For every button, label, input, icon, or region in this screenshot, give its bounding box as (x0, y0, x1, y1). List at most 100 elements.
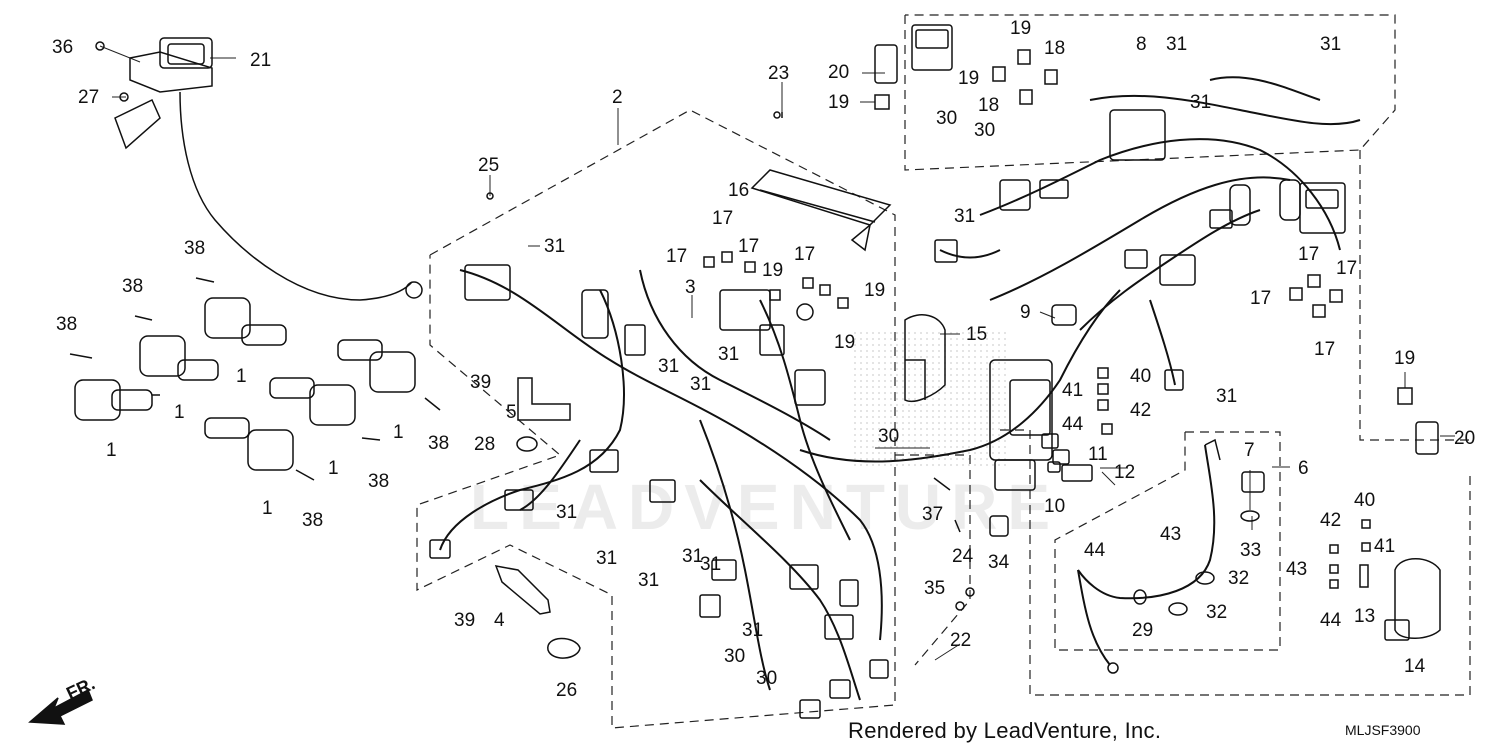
group-outlines (416, 14, 1471, 729)
callout-31i: 31 (1216, 386, 1237, 407)
sub-harness-right-outline (1359, 150, 1470, 441)
sub-harness-outline (904, 14, 1396, 171)
callout-1f: 1 (262, 498, 273, 519)
callout-34: 34 (988, 552, 1010, 573)
callout-31k: 31 (596, 548, 617, 569)
callout-37: 37 (922, 504, 943, 525)
callout-31j: 31 (556, 502, 577, 523)
callout-20a: 20 (828, 62, 849, 83)
callout-labels: 36 21 27 2 23 20 19 19 18 19 18 8 31 31 … (52, 18, 1475, 704)
footer-credit: Rendered by LeadVenture, Inc. (848, 718, 1162, 743)
callout-42a: 42 (1130, 400, 1151, 421)
callout-19a: 19 (828, 92, 849, 113)
shaded-area (850, 330, 1010, 470)
callout-42b: 42 (1320, 510, 1341, 531)
callout-30c: 30 (878, 426, 899, 447)
cover-16 (750, 169, 892, 252)
callout-14: 14 (1404, 656, 1426, 677)
callout-38e: 38 (368, 471, 389, 492)
callout-38c: 38 (56, 314, 77, 335)
callout-36: 36 (52, 37, 73, 58)
callout-43a: 43 (1160, 524, 1181, 545)
callout-39b: 39 (454, 610, 475, 631)
callout-31g: 31 (658, 356, 679, 377)
callout-38b: 38 (122, 276, 143, 297)
callout-19d: 19 (762, 260, 783, 281)
callout-2: 2 (612, 87, 623, 108)
callout-6: 6 (1298, 458, 1309, 479)
battery-cable-outline (1054, 431, 1281, 651)
callout-27: 27 (78, 87, 99, 108)
callout-30e: 30 (756, 668, 777, 689)
callout-31f: 31 (718, 344, 739, 365)
fuse-box-outline (1000, 429, 1471, 696)
callout-17a: 17 (712, 208, 733, 229)
callout-29: 29 (1132, 620, 1153, 641)
callout-31n: 31 (742, 620, 763, 641)
ignition-coil-1d (204, 417, 294, 471)
callout-30a: 30 (936, 108, 957, 129)
callout-19c: 19 (958, 68, 979, 89)
callout-17d: 17 (794, 244, 815, 265)
sub-harness-top-right (939, 76, 1361, 386)
callout-1d: 1 (106, 440, 117, 461)
callout-17f: 17 (1336, 258, 1357, 279)
callout-10: 10 (1044, 496, 1065, 517)
callout-30b: 30 (974, 120, 995, 141)
callout-38f: 38 (302, 510, 323, 531)
callout-38a: 38 (184, 238, 205, 259)
callout-19e: 19 (864, 280, 885, 301)
main-harness-wires (439, 269, 1121, 701)
callout-22: 22 (950, 630, 971, 651)
callout-19f: 19 (834, 332, 855, 353)
callout-31a: 31 (1166, 34, 1187, 55)
fuse-box (989, 359, 1053, 491)
callout-18b: 18 (978, 95, 999, 116)
callout-41b: 41 (1374, 536, 1395, 557)
callout-31e: 31 (954, 206, 975, 227)
relay-row-17-19 (703, 251, 849, 309)
callout-40a: 40 (1130, 366, 1151, 387)
components (28, 24, 1441, 725)
sub-harness-connectors (934, 109, 1301, 391)
ignition-coil-1b (139, 335, 219, 381)
module-21 (95, 37, 423, 301)
callout-33: 33 (1240, 540, 1261, 561)
callout-43b: 43 (1286, 559, 1307, 580)
callout-8: 8 (1136, 34, 1147, 55)
callout-17e: 17 (1298, 244, 1319, 265)
callout-16: 16 (728, 180, 749, 201)
callout-17g: 17 (1250, 288, 1271, 309)
callout-25: 25 (478, 155, 499, 176)
bracket-group-outline (895, 454, 971, 666)
callout-9: 9 (1020, 302, 1031, 323)
ignition-coil-1a (74, 379, 160, 421)
callout-19g: 19 (1394, 348, 1415, 369)
callout-28: 28 (474, 434, 495, 455)
front-direction-arrow (28, 688, 93, 725)
diagram-code: MLJSF3900 (1345, 722, 1421, 738)
callout-19b: 19 (1010, 18, 1031, 39)
brackets-and-clips (486, 111, 1113, 659)
callout-40b: 40 (1354, 490, 1375, 511)
callout-30d: 30 (724, 646, 745, 667)
callout-4: 4 (494, 610, 505, 631)
callout-1e: 1 (328, 458, 339, 479)
callout-18a: 18 (1044, 38, 1065, 59)
callout-31o: 31 (700, 554, 721, 575)
callout-11: 11 (1088, 444, 1108, 465)
callout-21: 21 (250, 50, 271, 71)
callout-31h: 31 (690, 374, 711, 395)
ignition-coil-1c (204, 297, 287, 346)
right-small-parts (1329, 519, 1441, 641)
leader-lines (99, 45, 1455, 661)
callout-31b: 31 (1320, 34, 1341, 55)
callout-13: 13 (1354, 606, 1375, 627)
callout-1c: 1 (393, 422, 404, 443)
ignition-coil-1f (337, 339, 416, 393)
ignition-coil-1e (269, 377, 356, 426)
callout-44b: 44 (1084, 540, 1106, 561)
callout-41a: 41 (1062, 380, 1083, 401)
callout-20b: 20 (1454, 428, 1475, 449)
